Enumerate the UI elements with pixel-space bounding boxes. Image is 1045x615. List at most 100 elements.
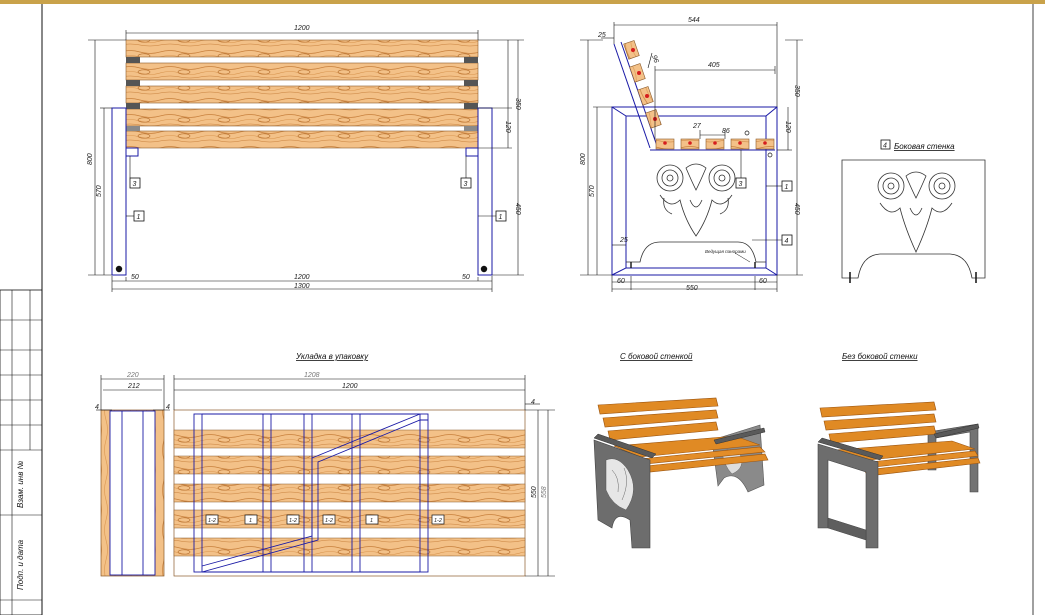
packing-dim-width-outer: 220 bbox=[126, 372, 139, 379]
callout-number: 1 bbox=[499, 214, 503, 221]
packing-slat bbox=[173, 429, 526, 449]
side-dim-base-width: 550 bbox=[686, 285, 698, 292]
side-dim-bottom-offset: 25 bbox=[619, 237, 628, 244]
packing-callout: 1 bbox=[249, 518, 252, 524]
side-view: Ведущая панорами 3 1 4 bbox=[580, 17, 803, 292]
callout-number: 3 bbox=[133, 181, 137, 188]
front-back-slat bbox=[125, 39, 479, 58]
front-callout-frame-left: 1 bbox=[126, 210, 145, 222]
packing-dim-length-outer: 1208 bbox=[304, 372, 320, 379]
side-dim-total-height: 800 bbox=[580, 153, 587, 165]
packing-view: Укладка в упаковку 220 212 4 4 bbox=[95, 352, 555, 577]
front-callout-bracket-left: 3 bbox=[129, 156, 141, 189]
side-panel-base-curve bbox=[626, 241, 766, 263]
side-seat-slats bbox=[650, 138, 775, 151]
packing-callout: 1-2 bbox=[289, 518, 297, 524]
packing-slat bbox=[173, 509, 526, 529]
title-block-label-replaced-inv: Взам. инв № bbox=[16, 460, 25, 508]
front-callout-frame-right: 1 bbox=[478, 210, 507, 222]
side-dim-slat-pitch: 96 bbox=[650, 54, 659, 64]
front-foot-right bbox=[480, 265, 488, 273]
front-view: 3 3 1 1 1200 800 bbox=[87, 25, 524, 292]
render-without-panel-caption: Без боковой стенки bbox=[842, 352, 918, 361]
side-callout-frame: 1 bbox=[766, 180, 793, 192]
packing-end-dimensions bbox=[96, 375, 170, 411]
packing-top-dimensions bbox=[173, 375, 555, 577]
front-slat-end-blocks bbox=[126, 57, 478, 131]
packing-callouts: 1-2 1 1-2 1-2 1 1-2 bbox=[205, 514, 445, 525]
front-dim-inner-width: 1200 bbox=[294, 274, 310, 281]
front-dim-right-offset: 50 bbox=[462, 274, 470, 281]
packing-frames-outline bbox=[193, 413, 429, 573]
front-dim-left-offset: 50 bbox=[131, 274, 139, 281]
callout-number: 4 bbox=[785, 238, 789, 245]
side-callout-bracket: 3 bbox=[735, 150, 747, 189]
side-dim-depth-top: 544 bbox=[688, 17, 700, 24]
side-panel-number-box bbox=[880, 139, 891, 150]
render-with-panel-caption: С боковой стенкой bbox=[620, 352, 693, 361]
packing-dim-height-inner: 550 bbox=[531, 486, 538, 498]
front-callout-bracket-right: 3 bbox=[460, 156, 472, 189]
front-dimension-lines bbox=[88, 30, 524, 292]
render-without-panel: Без боковой стенки bbox=[817, 352, 981, 549]
front-dim-seat-width: 1200 bbox=[294, 25, 310, 32]
side-panel-caption: Боковая стенка bbox=[894, 142, 955, 151]
side-panel-number: 4 bbox=[883, 143, 887, 150]
side-panel-note: Ведущая панорами bbox=[705, 249, 746, 254]
side-dim-slat-spacing: 86 bbox=[722, 128, 730, 135]
front-dim-back-height: 350 bbox=[514, 98, 521, 110]
side-dim-slat-gap: 27 bbox=[692, 123, 702, 130]
packing-callout: 1-2 bbox=[208, 518, 216, 524]
side-callout-panel: 4 bbox=[752, 234, 793, 246]
packing-dim-width-inner: 212 bbox=[127, 383, 140, 390]
sheet-top-border bbox=[0, 0, 1045, 4]
title-block-strip: Взам. инв № Подп. и дата bbox=[0, 289, 43, 615]
front-dim-frame-upper: 450 bbox=[514, 203, 521, 215]
packing-callout: 1-2 bbox=[434, 518, 442, 524]
side-panel-ornament bbox=[877, 171, 956, 253]
side-cast-ornament bbox=[656, 163, 736, 237]
side-dim-base-left: 60 bbox=[617, 278, 625, 285]
packing-slat bbox=[173, 483, 526, 503]
front-dim-frame-height: 570 bbox=[96, 185, 103, 197]
front-back-slat bbox=[125, 85, 479, 104]
packing-dim-gap-top: 4 bbox=[531, 399, 535, 406]
front-dim-total-height: 800 bbox=[87, 153, 94, 165]
side-dimension-lines bbox=[580, 22, 803, 292]
packing-slat bbox=[173, 455, 526, 475]
packing-callout: 1-2 bbox=[325, 518, 333, 524]
packing-dim-length-inner: 1200 bbox=[342, 383, 358, 390]
side-dim-slat-thickness: 25 bbox=[597, 32, 606, 39]
side-dim-base-right: 60 bbox=[759, 278, 767, 285]
side-steel-frame bbox=[611, 106, 778, 276]
title-block-label-signature: Подп. и дата bbox=[16, 539, 25, 590]
front-seat-slat bbox=[125, 108, 479, 127]
front-foot-left bbox=[115, 265, 123, 273]
packing-dim-gap-left: 4 bbox=[95, 404, 99, 411]
side-dim-frame-height: 570 bbox=[589, 185, 596, 197]
side-bolt bbox=[744, 130, 750, 136]
packing-caption: Укладка в упаковку bbox=[295, 352, 369, 361]
packing-dim-height-outer: 558 bbox=[541, 486, 548, 498]
side-panel-detail: 4 Боковая стенка bbox=[841, 139, 986, 283]
packing-slat bbox=[173, 537, 526, 557]
side-panel-outline bbox=[841, 159, 986, 279]
callout-number: 1 bbox=[137, 214, 141, 221]
side-backrest bbox=[613, 40, 662, 149]
packing-dim-gap-right: 4 bbox=[166, 404, 170, 411]
side-dim-depth-inner: 405 bbox=[708, 62, 720, 69]
callout-number: 1 bbox=[785, 184, 789, 191]
callout-number: 3 bbox=[464, 181, 468, 188]
front-seat-slat bbox=[125, 130, 479, 149]
side-dim-back-gap: 120 bbox=[784, 121, 791, 133]
side-dim-back-height: 350 bbox=[793, 85, 800, 97]
callout-number: 3 bbox=[739, 181, 743, 188]
render-with-panel: С боковой стенкой bbox=[593, 352, 769, 549]
side-bolt bbox=[767, 152, 773, 158]
side-dim-frame-upper: 450 bbox=[793, 203, 800, 215]
packing-callout: 1 bbox=[370, 518, 373, 524]
front-dim-outer-width: 1300 bbox=[294, 283, 310, 290]
front-dim-back-gap: 120 bbox=[504, 121, 511, 133]
front-back-slat bbox=[125, 62, 479, 81]
